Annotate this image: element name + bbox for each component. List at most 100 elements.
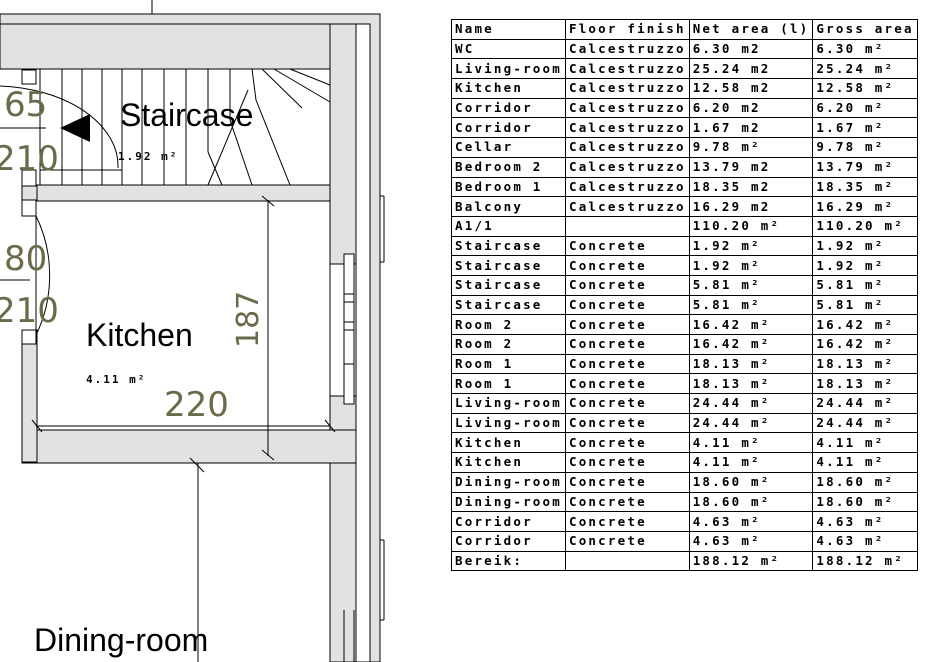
cell-net-area: 1.92 m² <box>688 235 814 257</box>
cell-name: Room 1 <box>451 353 566 375</box>
cell-name: Corridor <box>451 97 566 119</box>
room-schedule-table: Name Floor finish Net area (l) Gross are… <box>451 19 918 572</box>
cell-gross-area: 6.20 m² <box>812 97 918 119</box>
cell-net-area: 9.78 m² <box>688 137 814 158</box>
cell-gross-area: 18.13 m² <box>812 353 918 375</box>
cell-gross-area: 16.42 m² <box>812 314 918 335</box>
cell-net-area: 4.63 m² <box>688 530 814 552</box>
cell-net-area: 13.79 m2 <box>688 156 814 178</box>
cell-net-area: 12.58 m2 <box>688 78 814 99</box>
cell-net-area: 18.60 m² <box>688 471 814 493</box>
cell-gross-area: 5.81 m² <box>812 274 918 296</box>
cell-name: Corridor <box>451 530 566 552</box>
cell-floor-finish: Concrete <box>564 471 690 493</box>
cell-net-area: 110.20 m² <box>688 215 814 237</box>
cell-gross-area: 188.12 m² <box>812 550 918 572</box>
cell-net-area: 4.11 m² <box>688 432 814 454</box>
cell-gross-area: 1.67 m² <box>812 117 918 139</box>
cell-name: A1/1 <box>451 215 566 237</box>
dim-210-upper: 210 <box>0 139 59 179</box>
cell-net-area: 18.13 m² <box>688 353 814 375</box>
cell-floor-finish: Concrete <box>564 530 690 552</box>
cell-gross-area: 25.24 m² <box>812 58 918 80</box>
cell-floor-finish: Calcestruzzo <box>564 97 690 119</box>
cell-name: Staircase <box>451 255 566 276</box>
cell-name: Kitchen <box>451 452 566 473</box>
cell-gross-area: 18.13 m² <box>812 373 918 395</box>
cell-floor-finish: Concrete <box>564 235 690 257</box>
floor-plan: 65 210 80 210 187 220 Staircase 1.92 m² … <box>0 0 385 662</box>
cell-floor-finish: Calcestruzzo <box>564 196 690 217</box>
cell-net-area: 1.67 m2 <box>688 117 814 139</box>
cell-name: Kitchen <box>451 432 566 454</box>
cell-name: Staircase <box>451 235 566 257</box>
stair-arrow-icon <box>60 114 90 142</box>
column-header-name: Name <box>451 19 566 40</box>
cell-gross-area: 1.92 m² <box>812 235 918 257</box>
cell-gross-area: 4.63 m² <box>812 511 918 532</box>
cell-name: Bedroom 2 <box>451 156 566 178</box>
cell-net-area: 16.42 m² <box>688 314 814 335</box>
cell-gross-area: 110.20 m² <box>812 215 918 237</box>
cell-floor-finish: Concrete <box>564 294 690 316</box>
cell-name: Kitchen <box>451 78 566 99</box>
cell-floor-finish <box>564 215 690 237</box>
cell-net-area: 25.24 m2 <box>688 58 814 80</box>
cell-name: Bedroom 1 <box>451 176 566 198</box>
cell-gross-area: 12.58 m² <box>812 78 918 99</box>
dim-187: 187 <box>231 291 266 348</box>
cell-gross-area: 1.92 m² <box>812 255 918 276</box>
cell-floor-finish <box>564 550 690 572</box>
cell-net-area: 5.81 m² <box>688 274 814 296</box>
cell-gross-area: 16.29 m² <box>812 196 918 217</box>
cell-name: Bereik: <box>451 550 566 572</box>
cell-gross-area: 9.78 m² <box>812 137 918 158</box>
cell-gross-area: 4.11 m² <box>812 452 918 473</box>
cell-floor-finish: Concrete <box>564 412 690 434</box>
cell-net-area: 6.20 m2 <box>688 97 814 119</box>
dim-65: 65 <box>4 85 47 125</box>
cell-floor-finish: Calcestruzzo <box>564 156 690 178</box>
cell-floor-finish: Calcestruzzo <box>564 38 690 60</box>
cell-name: Living-room <box>451 393 566 414</box>
dim-210-lower: 210 <box>0 291 59 331</box>
cell-floor-finish: Concrete <box>564 393 690 414</box>
table-header-row: Name Floor finish Net area (l) Gross are… <box>451 19 918 40</box>
cell-floor-finish: Concrete <box>564 334 690 355</box>
cell-name: WC <box>451 38 566 60</box>
cell-floor-finish: Concrete <box>564 511 690 532</box>
walls <box>0 13 381 662</box>
cell-gross-area: 4.63 m² <box>812 530 918 552</box>
cell-net-area: 4.63 m² <box>688 511 814 532</box>
room-area-kitchen: 4.11 m² <box>86 373 146 386</box>
column-header-floor-finish: Floor finish <box>564 19 690 40</box>
cell-name: Staircase <box>451 274 566 296</box>
cell-net-area: 24.44 m² <box>688 393 814 414</box>
cell-floor-finish: Concrete <box>564 255 690 276</box>
cell-floor-finish: Calcestruzzo <box>564 78 690 99</box>
cell-floor-finish: Concrete <box>564 452 690 473</box>
cell-name: Room 2 <box>451 314 566 335</box>
cell-floor-finish: Calcestruzzo <box>564 137 690 158</box>
cell-floor-finish: Calcestruzzo <box>564 117 690 139</box>
cell-gross-area: 18.60 m² <box>812 471 918 493</box>
cell-name: Cellar <box>451 137 566 158</box>
